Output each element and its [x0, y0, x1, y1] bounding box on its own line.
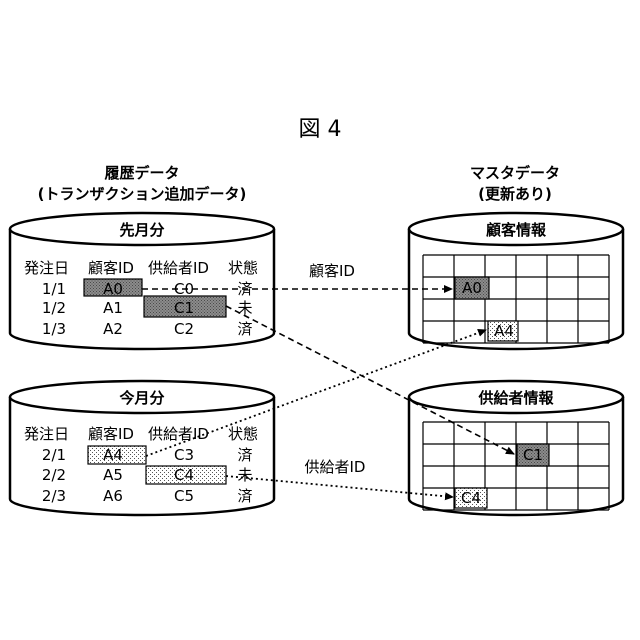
- row3-customer: A2: [103, 320, 123, 338]
- row3-status: 済: [237, 487, 252, 505]
- this-month-title: 今月分: [118, 389, 164, 407]
- row2-customer: A5: [103, 466, 123, 484]
- row3-supplier: C2: [174, 320, 194, 338]
- supplier-info-cylinder: 供給者情報 C1 C4: [409, 381, 623, 515]
- row2-supplier: C4: [174, 466, 194, 484]
- customer-info-title: 顧客情報: [486, 221, 547, 239]
- customer-entry-a4: A4: [494, 322, 514, 340]
- customer-info-cylinder: 顧客情報 A0 A4: [409, 213, 623, 349]
- row2-date: 2/2: [42, 466, 66, 484]
- row2-supplier: C1: [174, 299, 194, 317]
- row1-date: 2/1: [42, 446, 66, 464]
- col-supplier-id: 供給者ID: [148, 259, 209, 277]
- row2-status: 未: [237, 299, 252, 317]
- arrow-label-customer-id: 顧客ID: [309, 262, 355, 280]
- master-title: マスタデータ: [470, 164, 560, 182]
- row1-status: 済: [237, 446, 252, 464]
- history-title: 履歴データ: [103, 164, 179, 182]
- col-order-date: 発注日: [24, 425, 69, 443]
- row3-date: 1/3: [42, 320, 66, 338]
- supplier-entry-c4: C4: [461, 489, 481, 507]
- figure-title: 図 4: [299, 117, 342, 142]
- arrow-label-supplier-id: 供給者ID: [305, 458, 366, 476]
- supplier-entry-c1: C1: [523, 446, 543, 464]
- col-status: 状態: [228, 259, 258, 277]
- row3-status: 済: [237, 320, 252, 338]
- row1-supplier: C3: [174, 446, 194, 464]
- supplier-info-title: 供給者情報: [477, 389, 554, 407]
- row1-date: 1/1: [42, 280, 66, 298]
- col-status: 状態: [228, 425, 258, 443]
- row3-date: 2/3: [42, 487, 66, 505]
- this-month-cylinder: 今月分 発注日 顧客ID 供給者ID 状態 2/1 A4 C3 済 2/2 A5…: [10, 381, 274, 515]
- col-order-date: 発注日: [24, 259, 69, 277]
- col-customer-id: 顧客ID: [88, 259, 134, 277]
- row3-customer: A6: [103, 487, 123, 505]
- history-subtitle: (トランザクション追加データ): [38, 185, 247, 203]
- row2-customer: A1: [103, 299, 123, 317]
- master-subtitle: (更新あり): [478, 185, 552, 203]
- col-customer-id: 顧客ID: [88, 425, 134, 443]
- customer-entry-a0: A0: [462, 279, 482, 297]
- row1-customer: A0: [103, 280, 123, 298]
- last-month-cylinder: 先月分 発注日 顧客ID 供給者ID 状態 1/1 A0 C0 済 1/2 A1…: [10, 213, 274, 349]
- row2-status: 未: [237, 466, 252, 484]
- row2-date: 1/2: [42, 299, 66, 317]
- row1-customer: A4: [103, 446, 123, 464]
- last-month-title: 先月分: [119, 221, 164, 239]
- col-supplier-id: 供給者ID: [148, 425, 209, 443]
- row3-supplier: C5: [174, 487, 194, 505]
